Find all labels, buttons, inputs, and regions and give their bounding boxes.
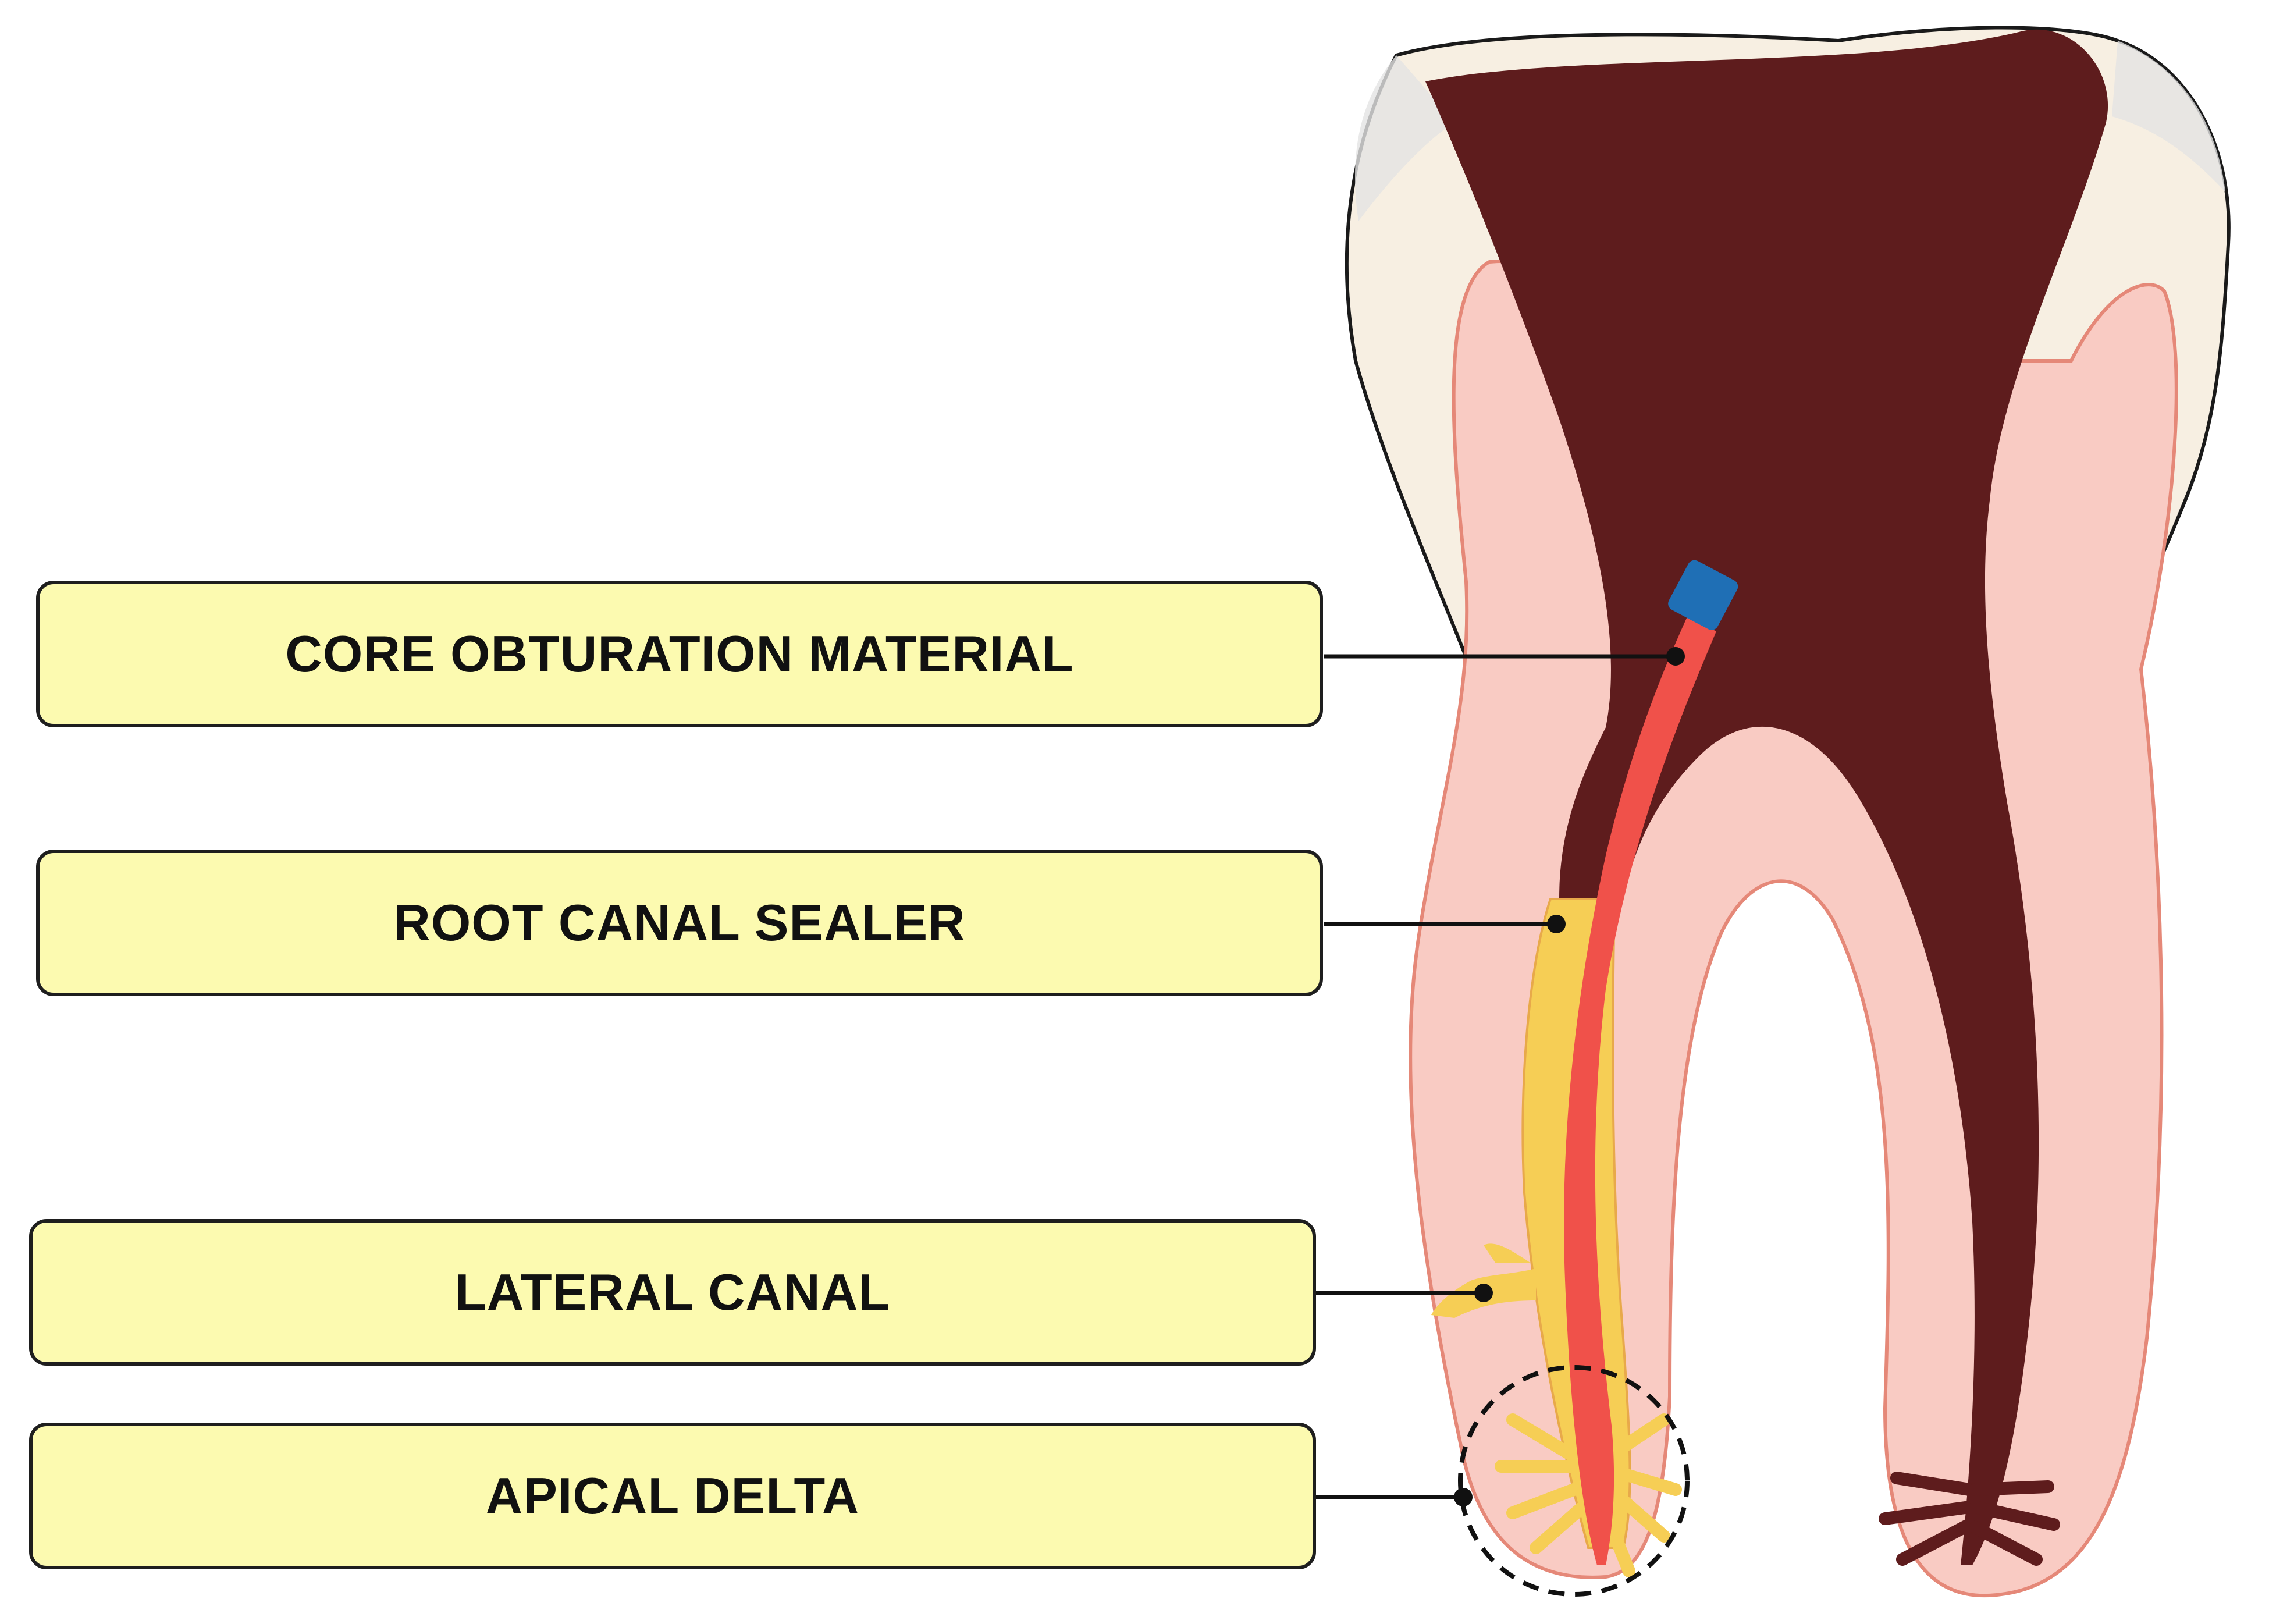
apical-delta-branches xyxy=(1495,1413,1682,1577)
pulp-chamber xyxy=(1425,29,2108,1565)
enamel-edge-shade xyxy=(1354,55,1454,221)
obturation-cap xyxy=(1668,560,1738,630)
leader-lines xyxy=(1316,654,1676,1499)
lateral-canal-branch-upper xyxy=(1484,1243,1530,1263)
leader-dot-sealer xyxy=(1547,915,1566,933)
enamel-edge-shade-right xyxy=(2112,41,2225,192)
leader-dots xyxy=(1454,647,1685,1506)
label-core-obturation-material: CORE OBTURATION MATERIAL xyxy=(36,581,1323,727)
label-root-canal-sealer-text: ROOT CANAL SEALER xyxy=(393,894,966,951)
label-apical-delta: APICAL DELTA xyxy=(29,1423,1316,1569)
label-lateral-canal: LATERAL CANAL xyxy=(29,1219,1316,1366)
leader-dot-apical xyxy=(1454,1488,1473,1506)
label-lateral-canal-text: LATERAL CANAL xyxy=(455,1263,890,1321)
leader-dot-lateral xyxy=(1474,1284,1493,1302)
obturation-core xyxy=(1564,617,1716,1565)
apical-delta-highlight xyxy=(1458,1365,1690,1597)
label-core-obturation-material-text: CORE OBTURATION MATERIAL xyxy=(285,625,1074,683)
label-root-canal-sealer: ROOT CANAL SEALER xyxy=(36,850,1323,996)
label-apical-delta-text: APICAL DELTA xyxy=(485,1467,860,1525)
leader-dot-core xyxy=(1666,647,1685,666)
right-apical-branches xyxy=(1879,1472,2060,1566)
